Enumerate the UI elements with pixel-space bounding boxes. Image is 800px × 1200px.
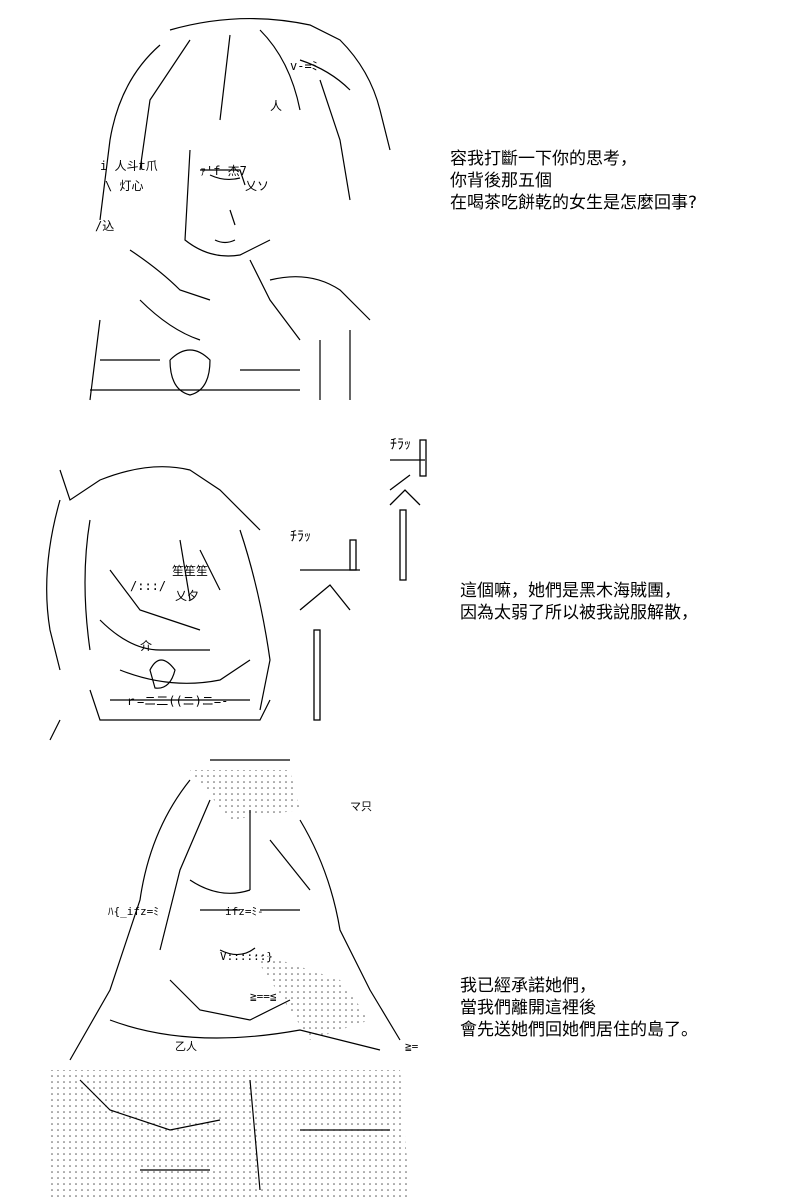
svg-text:ﾊ{_ifz=ﾐ: ﾊ{_ifz=ﾐ xyxy=(108,905,159,918)
dialogue-line: 我已經承諾她們， xyxy=(460,976,596,996)
svg-text:/:::/: /:::/ xyxy=(130,579,166,593)
dialogue-text-3: 我已經承諾她們， 當我們離開這裡後 會先送她們回她們居住的島了。 xyxy=(460,975,698,1041)
panel-2: 笙笙笙 乂夕 /:::/ 介 ｒ=ニ二((ニ)ニ=- ﾁﾗｯ ﾁﾗｯ 這個嘛，她… xyxy=(0,420,800,750)
ascii-art-character-3: ﾊ{_ifz=ﾐ ifz=ﾐ- V::::::} ≧==≦ 乙人 マ只 ≧= xyxy=(50,759,419,1200)
ascii-art-character-2: 笙笙笙 乂夕 /:::/ 介 ｒ=ニ二((ニ)ニ=- xyxy=(46,466,271,741)
dialogue-line: 會先送她們回她們居住的島了。 xyxy=(460,1020,698,1040)
svg-text:乂夕: 乂夕 xyxy=(175,589,199,603)
dialogue-line: 容我打斷一下你的思考， xyxy=(450,149,637,169)
panel-1: i 人斗t爪 \ 灯心 乂ソ /込 v-=ﾐ 人 ｧ'f 杰7 容我打斷一下你的… xyxy=(0,0,800,420)
svg-text:i 人斗t爪: i 人斗t爪 xyxy=(100,159,158,173)
svg-text:介: 介 xyxy=(140,639,152,653)
dialogue-text-2: 這個嘛，她們是黑木海賊團， 因為太弱了所以被我說服解散， xyxy=(460,580,698,624)
svg-text:笙笙笙: 笙笙笙 xyxy=(172,563,208,578)
svg-text:ｧ'f 杰7: ｧ'f 杰7 xyxy=(200,164,247,178)
svg-text:\ 灯心: \ 灯心 xyxy=(105,179,143,193)
dialogue-line: 在喝茶吃餅乾的女生是怎麼回事? xyxy=(450,193,698,213)
svg-text:乂ソ: 乂ソ xyxy=(245,179,269,193)
sound-effect-2: ﾁﾗｯ xyxy=(290,529,311,545)
svg-text:マ只: マ只 xyxy=(350,800,372,813)
dialogue-line: 你背後那五個 xyxy=(450,171,552,191)
svg-text:≧=: ≧= xyxy=(405,1040,419,1053)
svg-text:/込: /込 xyxy=(95,219,114,233)
svg-text:≧==≦: ≧==≦ xyxy=(250,990,277,1003)
svg-text:v-=ﾐ: v-=ﾐ xyxy=(290,59,318,73)
dialogue-line: 當我們離開這裡後 xyxy=(460,998,596,1018)
panel-3: ﾊ{_ifz=ﾐ ifz=ﾐ- V::::::} ≧==≦ 乙人 マ只 ≧= 我… xyxy=(0,750,800,1200)
dialogue-text-1: 容我打斷一下你的思考， 你背後那五個 在喝茶吃餅乾的女生是怎麼回事? xyxy=(450,148,697,214)
ascii-art-character-1: i 人斗t爪 \ 灯心 乂ソ /込 v-=ﾐ 人 ｧ'f 杰7 xyxy=(89,17,391,401)
svg-text:ifz=ﾐ-: ifz=ﾐ- xyxy=(225,905,264,918)
dialogue-line: 因為太弱了所以被我說服解散， xyxy=(460,603,698,623)
sound-effect-1: ﾁﾗｯ xyxy=(390,437,411,453)
svg-text:乙人: 乙人 xyxy=(175,1040,197,1053)
svg-text:V::::::}: V::::::} xyxy=(220,950,273,963)
svg-text:人: 人 xyxy=(270,99,282,113)
speed-lines xyxy=(299,439,427,721)
dialogue-line: 這個嘛，她們是黑木海賊團， xyxy=(460,581,681,601)
svg-text:ｒ=ニ二((ニ)ニ=-: ｒ=ニ二((ニ)ニ=- xyxy=(125,694,228,708)
